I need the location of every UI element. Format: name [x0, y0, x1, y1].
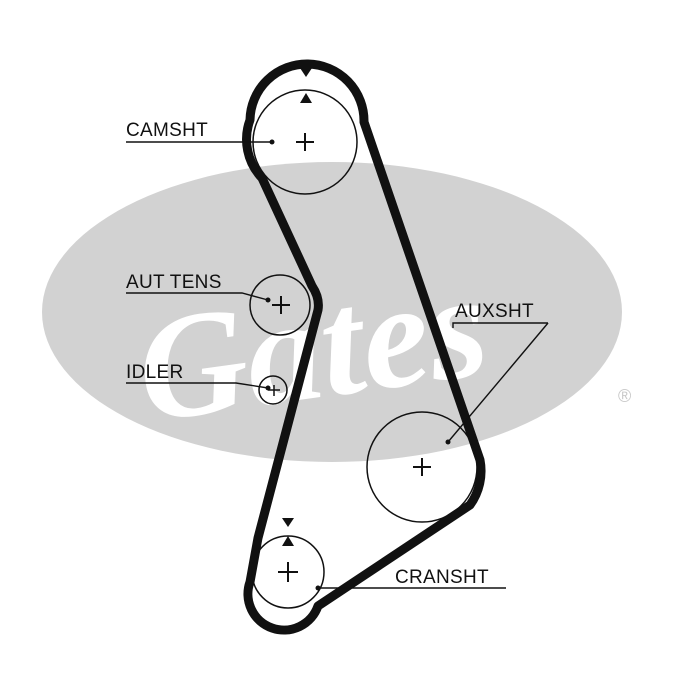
watermark-ellipse: [42, 162, 622, 462]
idler-leader: [126, 382, 269, 389]
timing-belt: [242, 59, 486, 635]
auxiliary-shaft-leader: [452, 322, 548, 328]
auxiliary-shaft-label: AUXSHT: [455, 301, 534, 322]
registered-mark: ®: [618, 386, 631, 406]
auto-tensioner-pulley: [249, 274, 311, 336]
crankshaft-pulley-mark-icon: [282, 536, 294, 546]
gates-watermark: Gates ®: [42, 162, 631, 462]
leader-lines: [126, 139, 549, 591]
crankshaft-label: CRANSHT: [395, 567, 489, 588]
idler-pulley: [258, 375, 288, 405]
camshaft-timing-mark-icon: [300, 68, 312, 77]
auto-tensioner-label: AUT TENS: [126, 272, 222, 293]
idler-label: IDLER: [126, 362, 183, 383]
camshaft-label: CAMSHT: [126, 120, 208, 141]
camshaft-pulley-mark-icon: [300, 93, 312, 103]
auxiliary-shaft-pulley: [366, 411, 478, 523]
crankshaft-pulley: [251, 518, 325, 609]
crankshaft-timing-mark-icon: [282, 518, 294, 527]
auto-tensioner-leader: [126, 292, 269, 301]
